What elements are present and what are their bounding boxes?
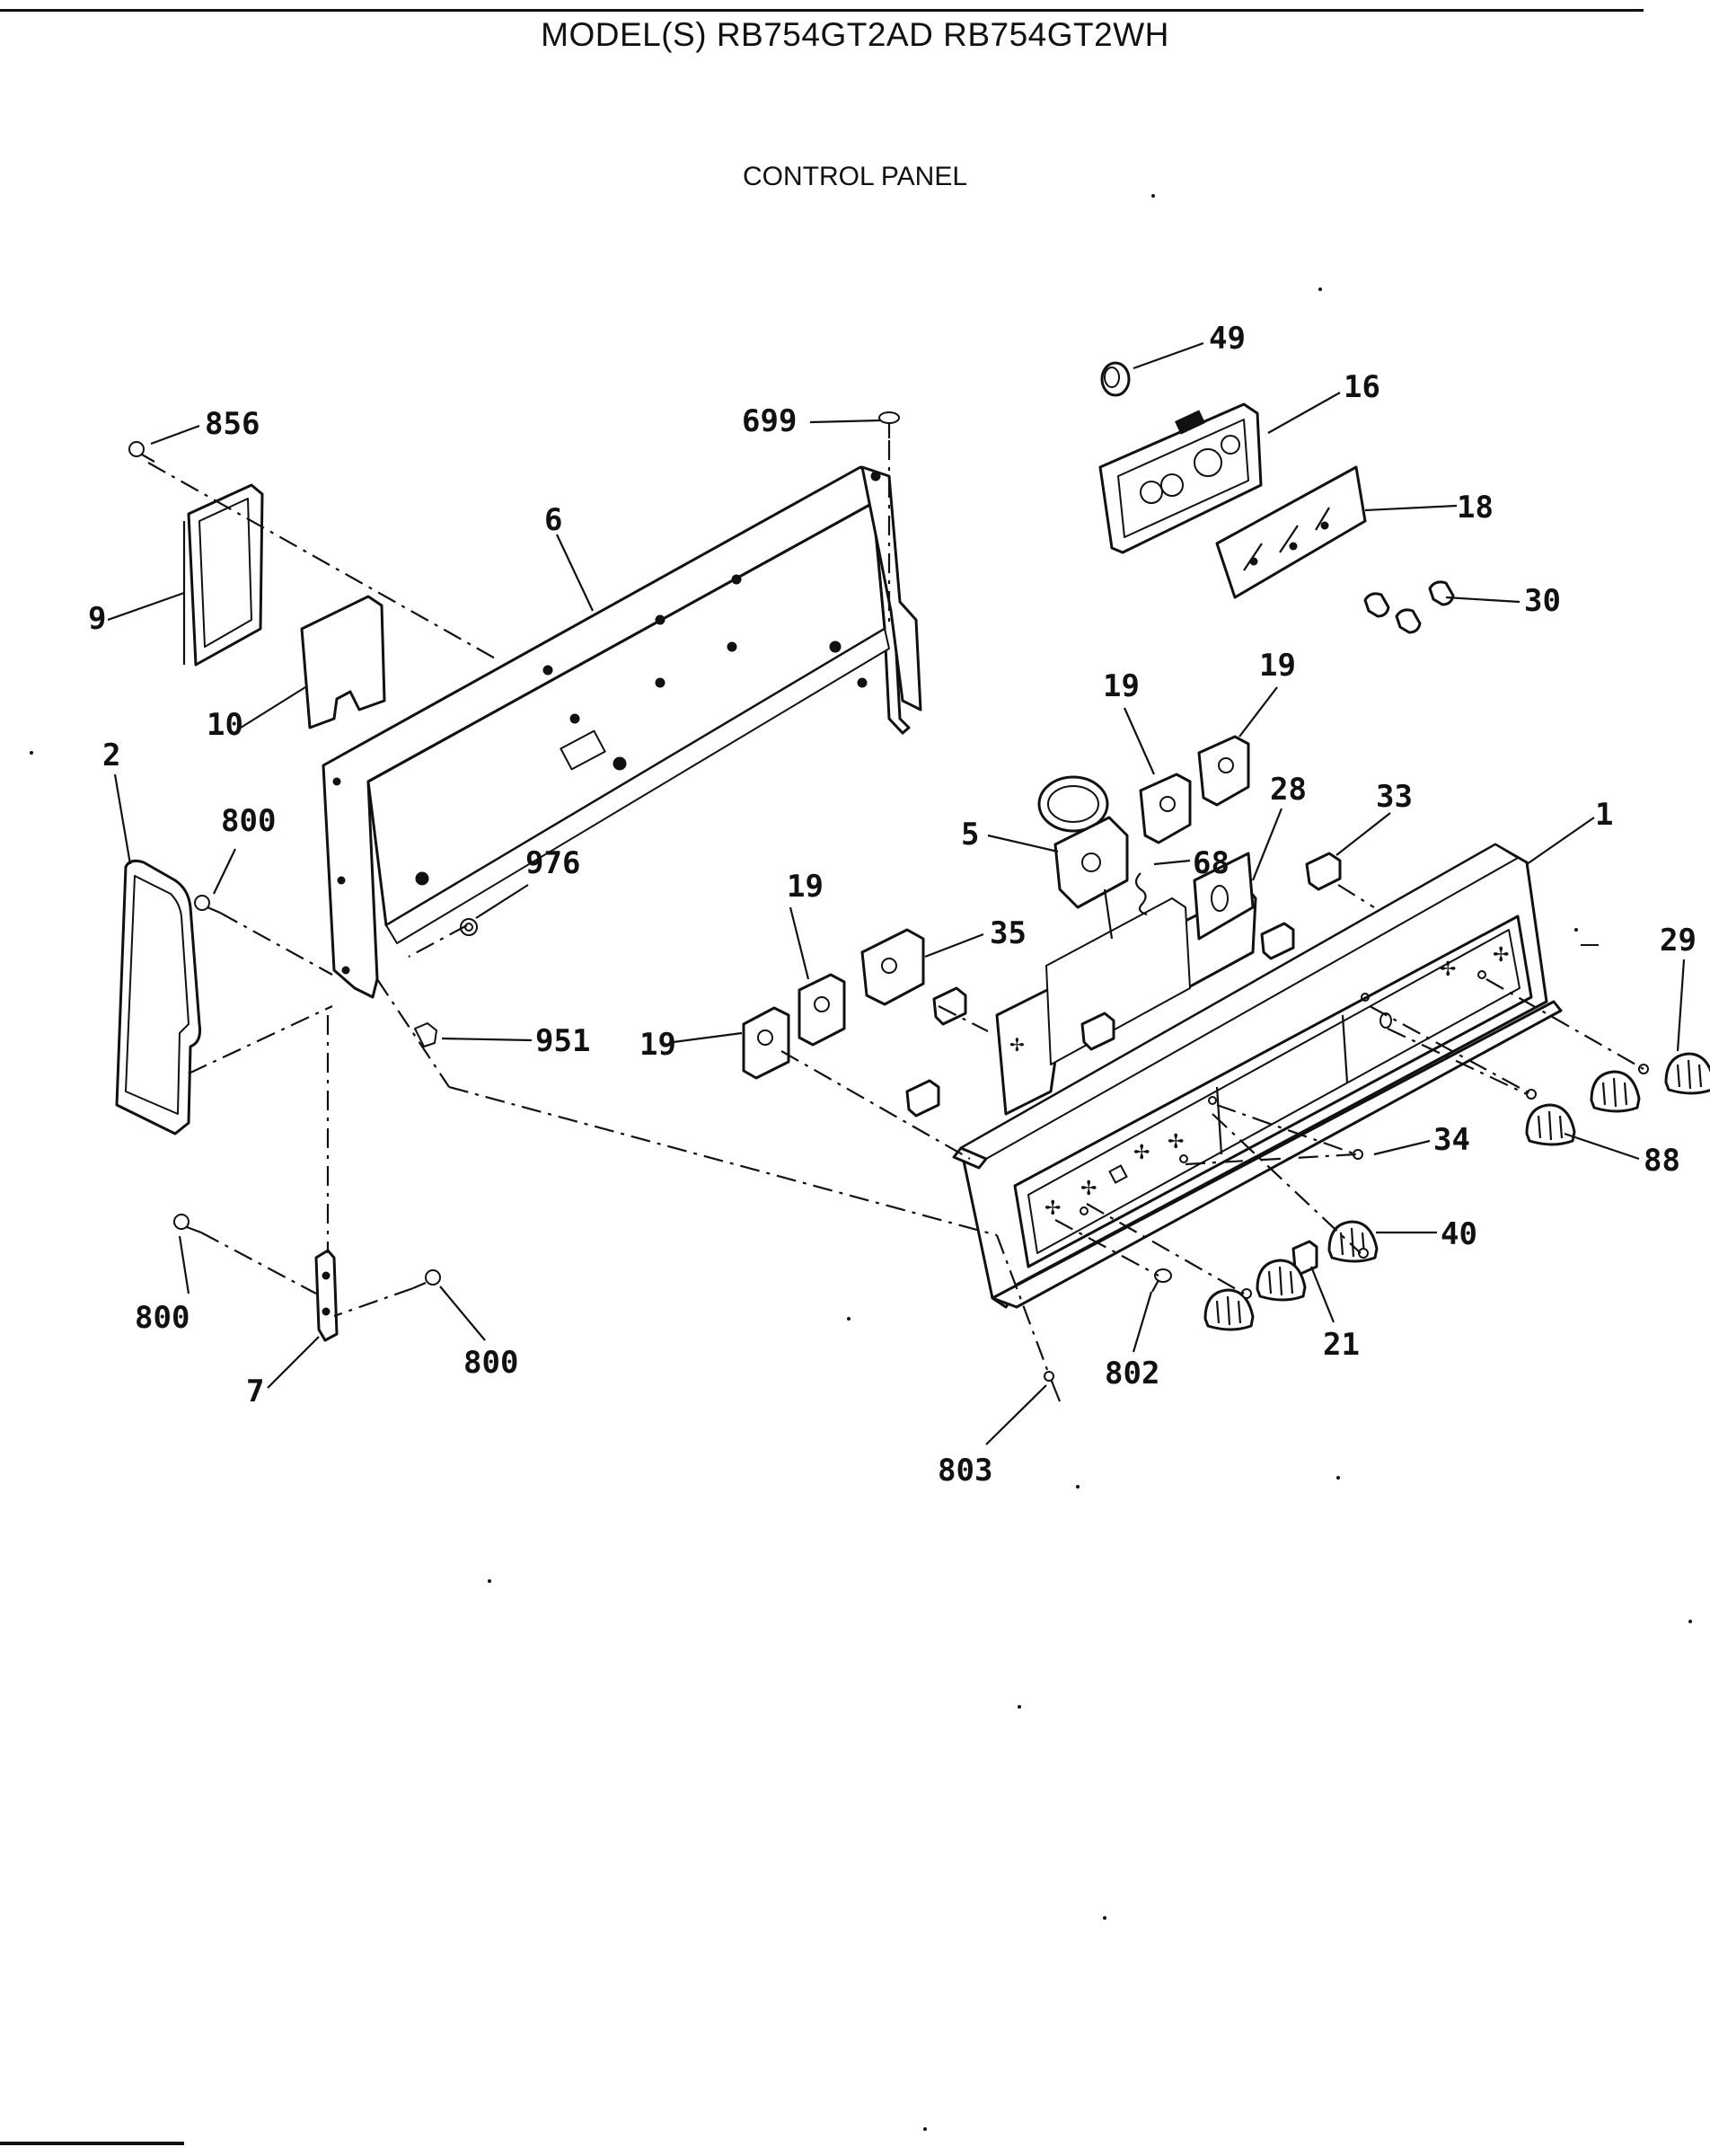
callout-21: 21 (1323, 1327, 1360, 1363)
bottom-rule (0, 2142, 184, 2145)
knob-40 (1327, 1220, 1379, 1263)
small-switch-1 (1260, 922, 1295, 960)
top-rule (0, 9, 1644, 12)
small-switch-2 (932, 986, 967, 1026)
callout-29: 29 (1660, 923, 1697, 959)
callout-68: 68 (1193, 845, 1230, 881)
callout-18: 18 (1457, 490, 1494, 526)
callout-19d: 19 (639, 1027, 676, 1063)
callout-7: 7 (246, 1374, 264, 1409)
callout-19a: 19 (1103, 668, 1140, 704)
svg-text:✢: ✢ (1168, 1131, 1184, 1153)
part-19-switch-d (742, 1006, 790, 1080)
screw-800b (173, 1214, 202, 1234)
knob-88 (1525, 1103, 1576, 1146)
screw-800c (412, 1269, 441, 1290)
nut-976 (460, 918, 478, 936)
part-9-bracket (182, 483, 264, 667)
screw-800a (194, 895, 221, 915)
scan-specks (30, 194, 1692, 2131)
small-switch-4 (905, 1079, 940, 1118)
assembly-lines (147, 440, 1644, 1375)
callout-6: 6 (544, 502, 562, 538)
callout-10: 10 (207, 707, 243, 743)
callout-leaders (107, 341, 1686, 1445)
callout-labels: 856 699 49 16 6 18 9 30 10 19 19 2 28 33… (88, 321, 1697, 1489)
screw-802 (1151, 1268, 1172, 1293)
knob-a (1590, 1070, 1641, 1113)
part-33-rocker (1305, 852, 1342, 891)
part-19-switch-a (1139, 773, 1192, 844)
part-19-switch-b (1197, 735, 1250, 807)
callout-35: 35 (990, 915, 1027, 951)
callout-1: 1 (1595, 797, 1613, 833)
knob-c (1203, 1288, 1255, 1331)
callout-800a: 800 (221, 803, 276, 839)
callout-800b: 800 (135, 1300, 190, 1336)
small-switch-3 (1080, 1012, 1115, 1051)
screw-699 (878, 411, 900, 438)
part-18-overlay (1215, 465, 1367, 599)
svg-text:✢: ✢ (1009, 1034, 1025, 1056)
model-title: MODEL(S) RB754GT2AD RB754GT2WH (541, 16, 1169, 53)
callout-699: 699 (742, 403, 797, 439)
callout-28: 28 (1270, 772, 1307, 808)
part-68-clip (1134, 872, 1148, 916)
clip-951 (414, 1022, 437, 1047)
callout-800c: 800 (463, 1345, 518, 1381)
screw-small-1 (1526, 1089, 1537, 1100)
callout-34: 34 (1433, 1122, 1470, 1158)
callout-951: 951 (535, 1023, 590, 1059)
knob-29 (1664, 1052, 1710, 1095)
callout-49: 49 (1209, 321, 1246, 357)
part-7-bracket (314, 1249, 339, 1342)
part-30-buttons (1363, 580, 1455, 634)
svg-text:✢: ✢ (1440, 959, 1456, 981)
callout-803: 803 (938, 1453, 992, 1489)
callout-16: 16 (1344, 369, 1380, 405)
callout-19b: 19 (1259, 648, 1296, 684)
callout-9: 9 (88, 601, 106, 637)
part-5-timer (1037, 775, 1129, 940)
callout-856: 856 (205, 406, 260, 442)
svg-text:✢: ✢ (1080, 1178, 1097, 1200)
screw-803 (1044, 1371, 1062, 1402)
callout-30: 30 (1524, 583, 1561, 619)
part-49-clock-knob (1100, 361, 1131, 397)
svg-text:✢: ✢ (1493, 944, 1509, 967)
screw-small-3 (1358, 1248, 1369, 1259)
svg-text:✢: ✢ (1045, 1197, 1061, 1220)
callout-40: 40 (1441, 1216, 1477, 1252)
knob-b (1256, 1259, 1307, 1302)
part-6-backguard (322, 465, 922, 999)
part-16-clock-assembly (1098, 402, 1263, 554)
screw-856 (128, 441, 155, 463)
callout-976: 976 (525, 845, 580, 881)
callout-88: 88 (1644, 1143, 1680, 1179)
callout-5: 5 (961, 817, 979, 853)
part-19-switch-c (798, 973, 846, 1047)
section-title: CONTROL PANEL (742, 162, 968, 191)
callout-802: 802 (1105, 1356, 1159, 1392)
callout-33: 33 (1376, 779, 1413, 815)
callout-2: 2 (102, 738, 120, 773)
part-35-switch (860, 928, 925, 1006)
svg-text:✢: ✢ (1133, 1142, 1150, 1164)
callout-19c: 19 (787, 869, 824, 905)
part-10-bracket (300, 595, 386, 729)
part-2-endcap (115, 859, 201, 1135)
